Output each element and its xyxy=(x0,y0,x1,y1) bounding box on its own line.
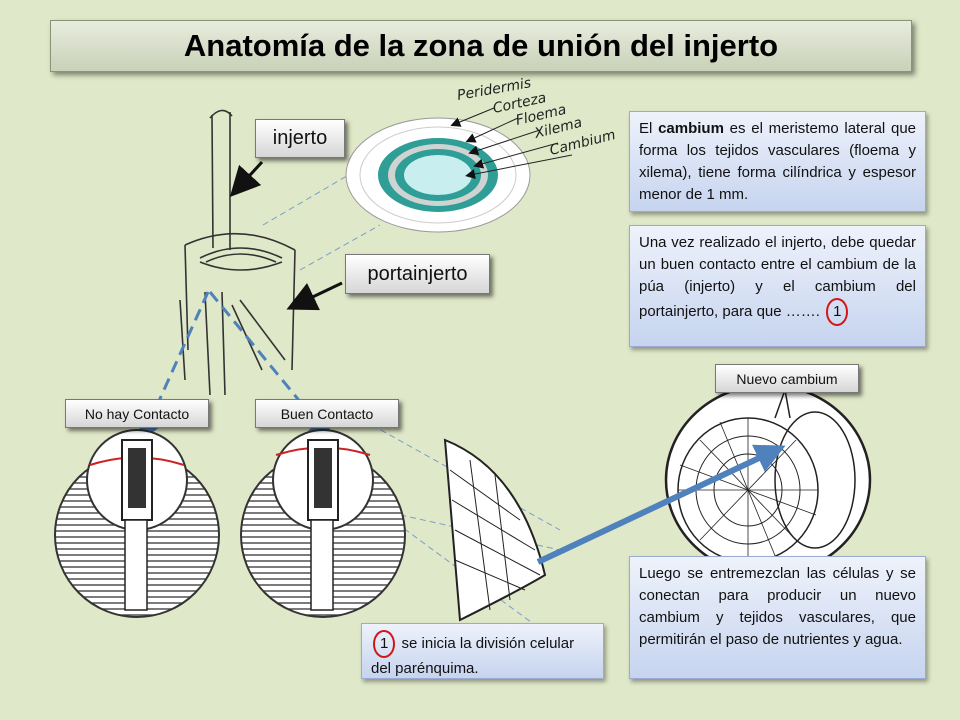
page-title: Anatomía de la zona de unión del injerto xyxy=(183,28,779,63)
label-portainjerto: portainjerto xyxy=(345,254,490,294)
info-division: 1 se inicia la división celular del paré… xyxy=(361,623,604,679)
portainjerto-arrow xyxy=(286,281,343,311)
label-nuevo-cambium: Nuevo cambium xyxy=(715,364,859,393)
marker-1: 1 xyxy=(826,298,849,326)
magnified-wedge xyxy=(443,438,547,622)
injerto-arrow xyxy=(229,160,264,198)
title-bar: Anatomía de la zona de unión del injerto xyxy=(50,20,912,72)
new-cambium-section xyxy=(664,383,872,577)
marker-1b: 1 xyxy=(373,630,396,658)
label-injerto: injerto xyxy=(255,119,345,158)
info-cambium: El cambium es el meristemo lateral que f… xyxy=(629,111,926,212)
no-contact-section xyxy=(54,429,220,618)
good-contact-section xyxy=(240,429,406,618)
union-arrow xyxy=(536,444,786,565)
layer-pointers xyxy=(450,107,573,179)
info-contacto: Una vez realizado el injerto, debe queda… xyxy=(629,225,926,347)
label-no-contacto: No hay Contacto xyxy=(65,399,209,428)
cross-section-rings xyxy=(345,117,531,233)
detail-arrows xyxy=(138,291,333,443)
info-entremezclan: Luego se entremezclan las células y se c… xyxy=(629,556,926,679)
label-buen-contacto: Buen Contacto xyxy=(255,399,399,428)
